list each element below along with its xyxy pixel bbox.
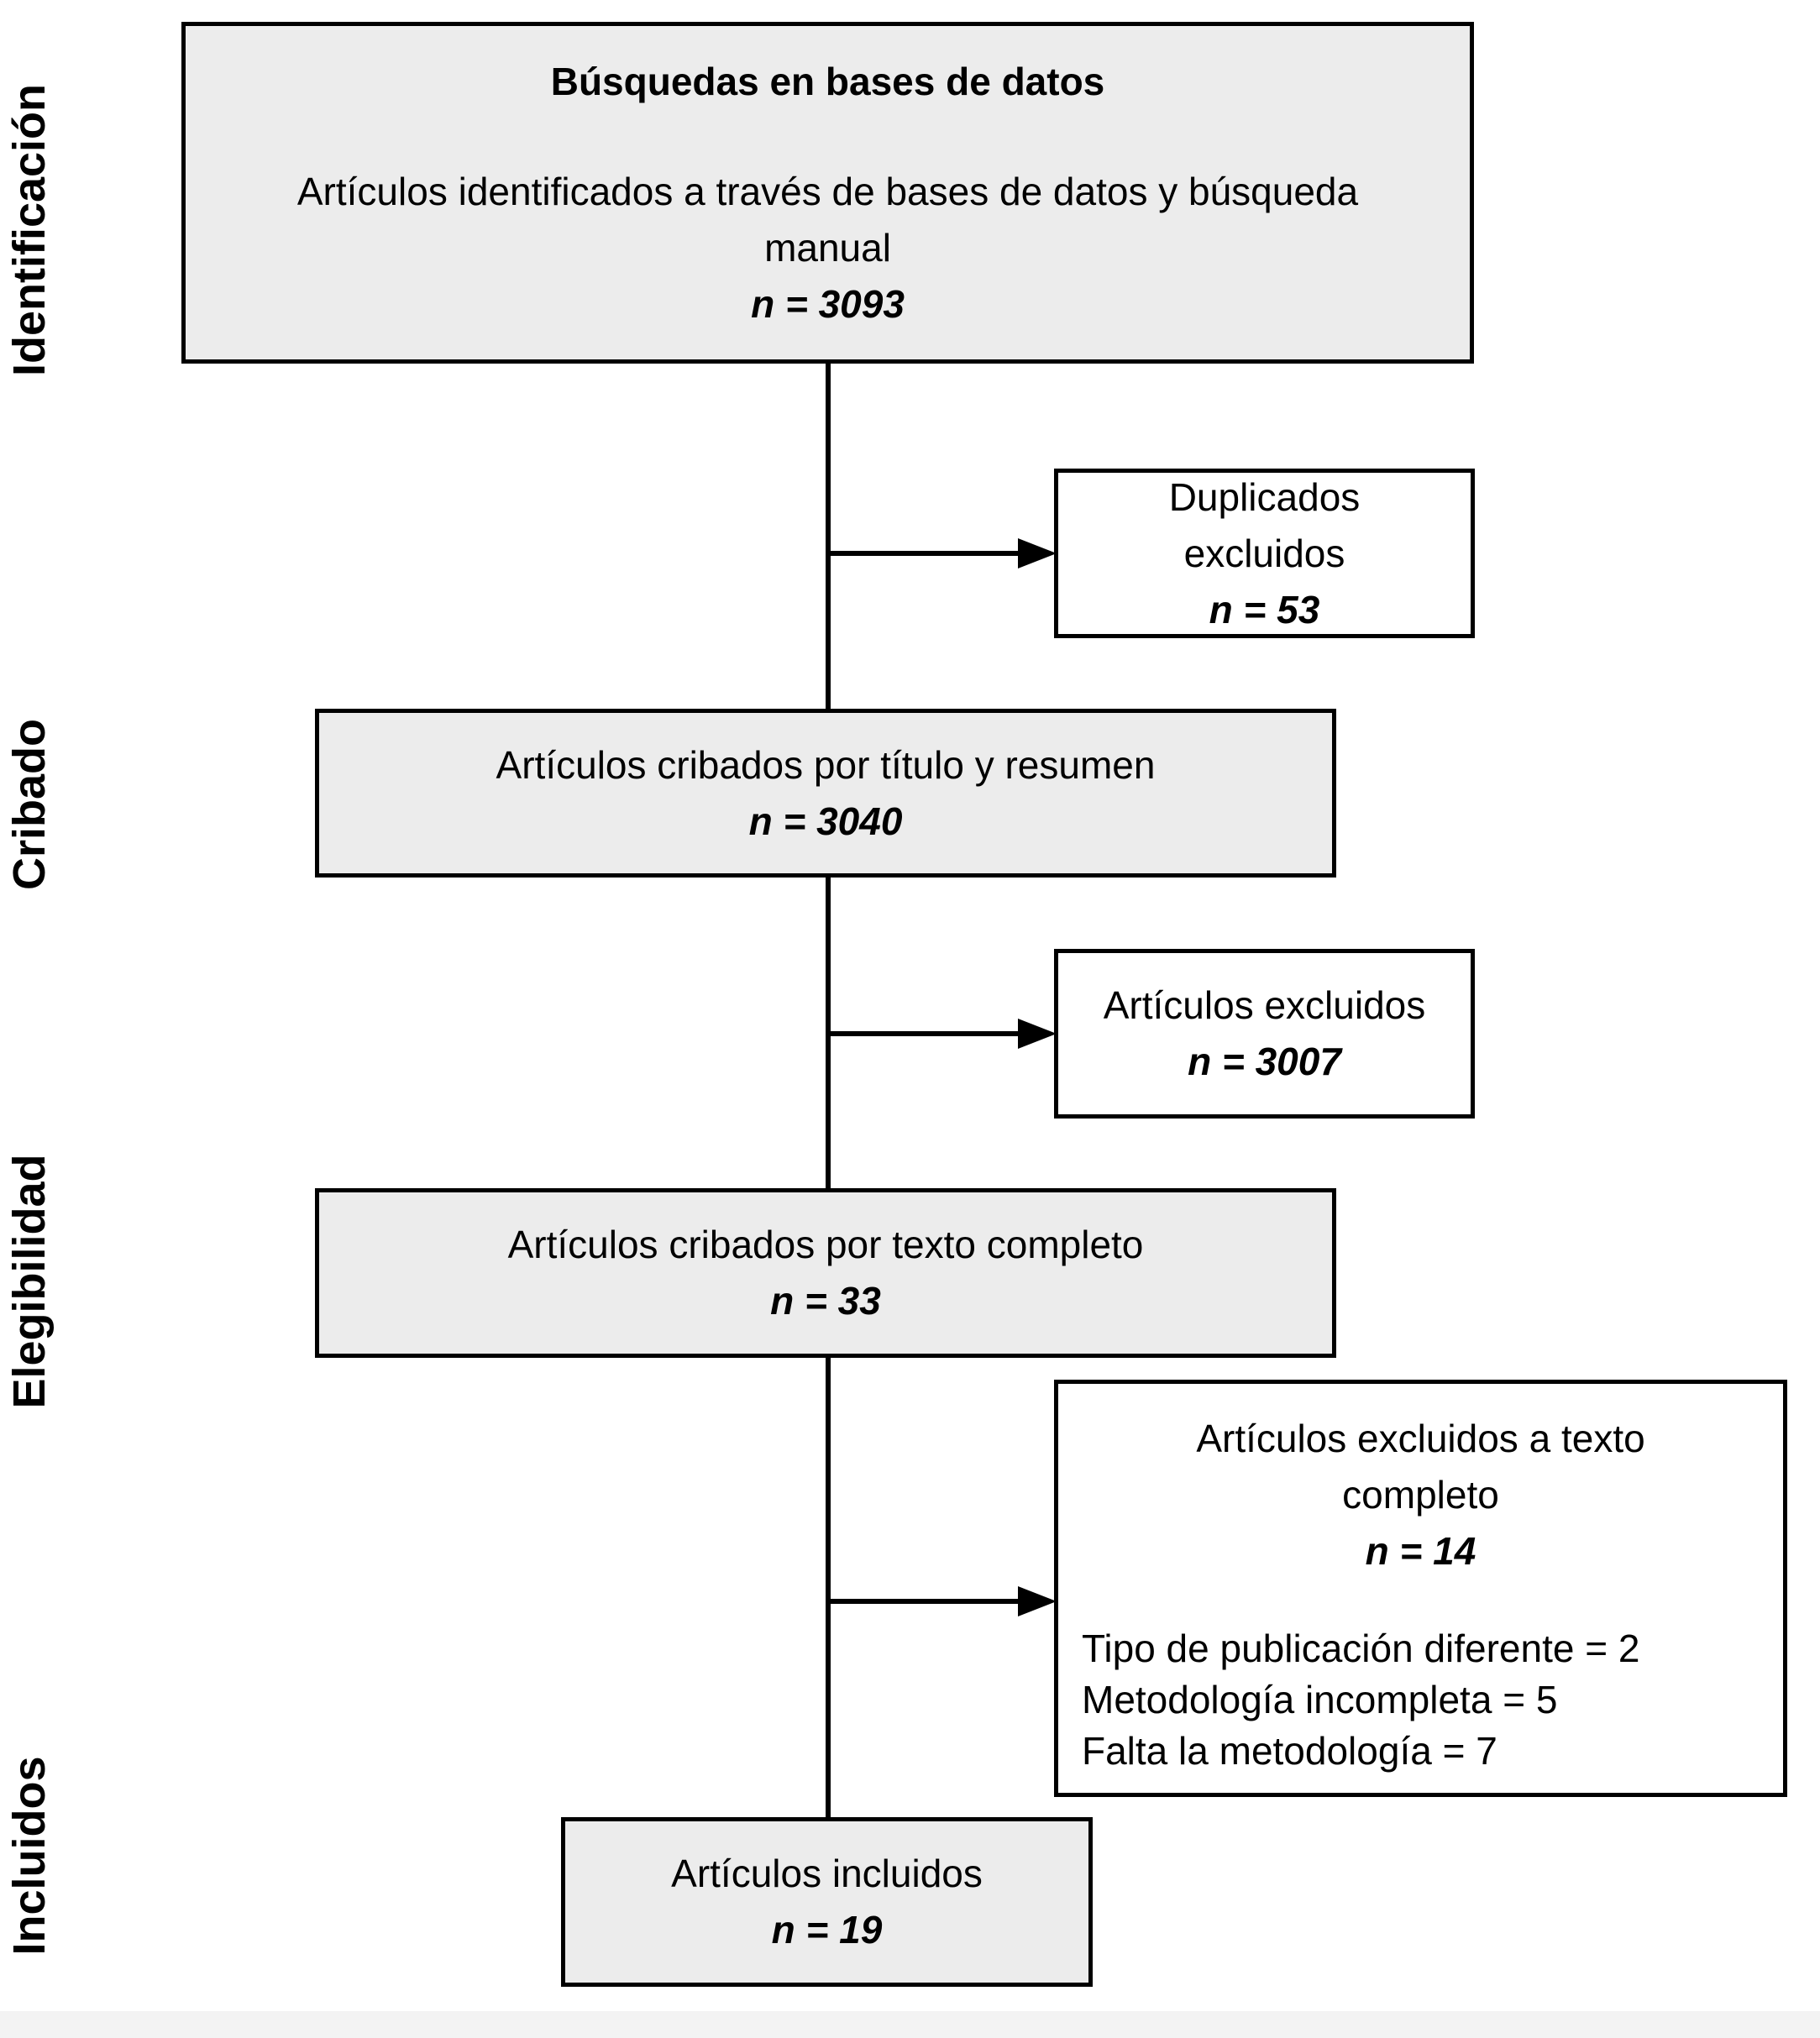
identification-text: Artículos identificados a través de base… [296, 169, 1359, 270]
duplicates-text: Duplicados excluidos [1168, 474, 1361, 575]
arrow-to-excluded-shaft [828, 1031, 1021, 1036]
identification-box: Búsquedas en bases de datos Artículos id… [181, 22, 1474, 364]
exclusion-reasons-list: Tipo de publicación diferente = 2 Metodo… [1058, 1623, 1682, 1777]
main-vertical-connector-1 [826, 361, 831, 711]
fulltext-box: Artículos cribados por texto completo n … [315, 1188, 1336, 1358]
duplicates-count: n = 53 [1209, 587, 1320, 631]
phase-label-elegibilidad: Elegibilidad [4, 1154, 55, 1409]
excluded-text: Artículos excluidos [1103, 983, 1426, 1027]
exclusion-reason: Metodología incompleta = 5 [1082, 1678, 1558, 1721]
main-vertical-connector-3 [826, 1356, 831, 1820]
bottom-band [0, 2011, 1820, 2038]
arrow-to-excluded-head [1018, 1019, 1057, 1049]
arrow-to-fulltext-excluded-head [1018, 1586, 1057, 1616]
screened-box: Artículos cribados por título y resumen … [315, 709, 1336, 878]
included-box: Artículos incluidos n = 19 [561, 1817, 1093, 1987]
fulltext-excluded-box: Artículos excluidos a texto completo n =… [1054, 1380, 1787, 1797]
screened-count: n = 3040 [748, 799, 903, 843]
phase-label-cribado: Cribado [4, 718, 55, 891]
phase-label-incluidos: Incluidos [4, 1756, 55, 1956]
duplicates-box: Duplicados excluidos n = 53 [1054, 469, 1475, 638]
fulltext-count: n = 33 [770, 1279, 881, 1323]
arrow-to-duplicates-shaft [828, 551, 1021, 556]
fulltext-excluded-count: n = 14 [1365, 1529, 1476, 1573]
included-text: Artículos incluidos [671, 1852, 983, 1895]
excluded-count: n = 3007 [1188, 1040, 1341, 1083]
exclusion-reason: Tipo de publicación diferente = 2 [1082, 1627, 1640, 1670]
screened-text: Artículos cribados por título y resumen [496, 742, 1156, 787]
phase-label-identificacion: Identificación [4, 83, 55, 377]
arrow-to-duplicates-head [1018, 538, 1057, 568]
identification-count: n = 3093 [751, 281, 905, 326]
exclusion-reason: Falta la metodología = 7 [1082, 1729, 1497, 1773]
included-count: n = 19 [771, 1908, 883, 1952]
fulltext-excluded-text: Artículos excluidos a texto completo [1196, 1417, 1645, 1517]
excluded-box: Artículos excluidos n = 3007 [1054, 949, 1475, 1119]
fulltext-text: Artículos cribados por texto completo [507, 1223, 1144, 1266]
identification-title: Búsquedas en bases de datos [550, 59, 1105, 103]
arrow-to-fulltext-excluded-shaft [828, 1599, 1021, 1604]
